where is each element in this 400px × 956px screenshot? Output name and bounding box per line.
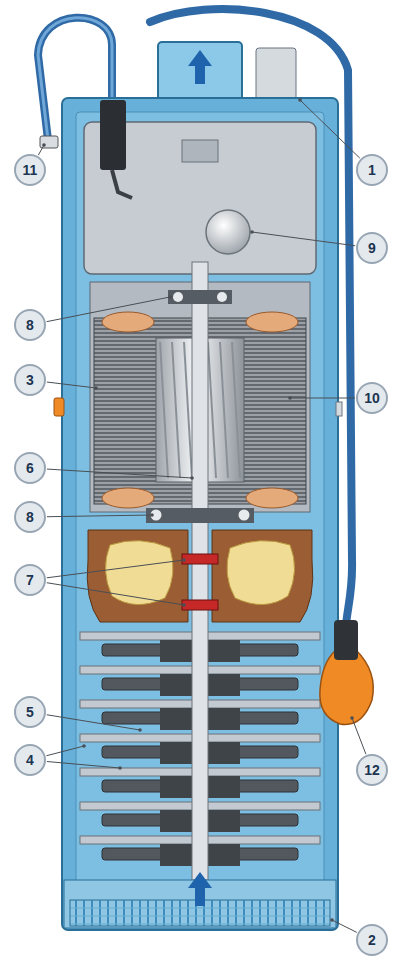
- callout-circle: 2: [356, 924, 388, 956]
- callout-number: 7: [26, 572, 34, 588]
- leader-dot: [82, 744, 86, 748]
- leader-line: [47, 715, 140, 730]
- leader-dot: [250, 230, 254, 234]
- leader-line: [47, 382, 96, 388]
- callout-circle: 8: [14, 309, 46, 341]
- bearing: [146, 508, 254, 523]
- callout-number: 9: [368, 240, 376, 256]
- leader-line: [290, 398, 355, 399]
- oil-chamber: [105, 541, 173, 605]
- winding: [246, 488, 298, 508]
- callout-number: 8: [26, 317, 34, 333]
- callout-number: 2: [368, 932, 376, 948]
- leader-line: [47, 762, 120, 768]
- leader-line: [46, 746, 84, 756]
- leader-line: [332, 920, 357, 932]
- bearing: [168, 290, 232, 304]
- discharge-port: [158, 42, 242, 102]
- leader-line: [47, 469, 192, 478]
- leader-dot: [168, 295, 172, 299]
- callout-number: 4: [26, 752, 34, 768]
- leader-dot: [118, 766, 122, 770]
- capacitor: [206, 210, 250, 254]
- cable-gland: [100, 100, 126, 170]
- callout-circle: 11: [14, 154, 46, 186]
- callout-circle: 10: [356, 382, 388, 414]
- outer-casing: [62, 98, 338, 930]
- leader-lines: [38, 98, 366, 932]
- mechanical-seal: [182, 600, 218, 610]
- leader-dot: [150, 513, 154, 517]
- terminal-block: [182, 140, 218, 162]
- leader-line: [47, 515, 152, 517]
- leader-dot: [182, 558, 186, 562]
- callout-circle: 12: [356, 754, 388, 786]
- side-tab: [336, 402, 342, 416]
- leader-dot: [182, 603, 186, 607]
- callout-number: 8: [26, 509, 34, 525]
- callout-circle: 3: [14, 364, 46, 396]
- callout-circle: 7: [14, 564, 46, 596]
- leader-dot: [350, 716, 354, 720]
- winding: [102, 312, 154, 332]
- shaft: [192, 262, 208, 880]
- drawing-part: [151, 510, 162, 521]
- leader-dot: [330, 918, 334, 922]
- leader-dot: [138, 728, 142, 732]
- leader-dot: [94, 386, 98, 390]
- leader-line: [300, 100, 360, 158]
- drawing-part: [168, 290, 232, 304]
- leader-line: [252, 232, 355, 246]
- rotor-bar: [160, 342, 168, 478]
- rotor-bar: [208, 342, 216, 478]
- cable-end: [40, 136, 58, 148]
- inner-casing: [76, 112, 324, 912]
- callout-circle: 5: [14, 696, 46, 728]
- drawing-part: [239, 510, 250, 521]
- lead-wire: [112, 170, 132, 198]
- leader-line: [47, 583, 184, 605]
- leader-line: [47, 560, 184, 578]
- callout-number: 3: [26, 372, 34, 388]
- oil-chamber: [227, 541, 295, 605]
- callout-number: 10: [364, 390, 380, 406]
- seal-housing: [212, 530, 313, 622]
- leader-dot: [298, 98, 302, 102]
- leader-dot: [288, 396, 292, 400]
- winding: [246, 312, 298, 332]
- rotor-bar: [232, 342, 240, 478]
- rotor-bar: [220, 342, 228, 478]
- callout-number: 12: [364, 762, 380, 778]
- callout-circle: 4: [14, 744, 46, 776]
- lifting-ear: [256, 48, 296, 100]
- seal-housing: [87, 530, 188, 622]
- drawing-part: [217, 292, 227, 302]
- side-tab: [54, 398, 64, 416]
- flow-arrow: [188, 50, 212, 84]
- callout-number: 11: [23, 162, 38, 178]
- callout-circle: 9: [356, 232, 388, 264]
- callout-number: 6: [26, 460, 34, 476]
- callout-circle: 6: [14, 452, 46, 484]
- callout-number: 5: [26, 704, 34, 720]
- callout-number: 1: [368, 162, 376, 178]
- leader-dot: [42, 143, 46, 147]
- rotor-bar: [184, 342, 192, 478]
- drawing-part: [146, 508, 254, 523]
- callout-circle: 1: [356, 154, 388, 186]
- winding: [102, 488, 154, 508]
- flow-arrow: [188, 872, 212, 906]
- rotor-bar: [172, 342, 180, 478]
- leader-dot: [190, 476, 194, 480]
- callout-circle: 8: [14, 501, 46, 533]
- leader-line: [352, 718, 366, 754]
- drawing-part: [173, 292, 183, 302]
- float-cap: [334, 620, 358, 660]
- mechanical-seal: [182, 554, 218, 564]
- leader-line: [47, 297, 170, 322]
